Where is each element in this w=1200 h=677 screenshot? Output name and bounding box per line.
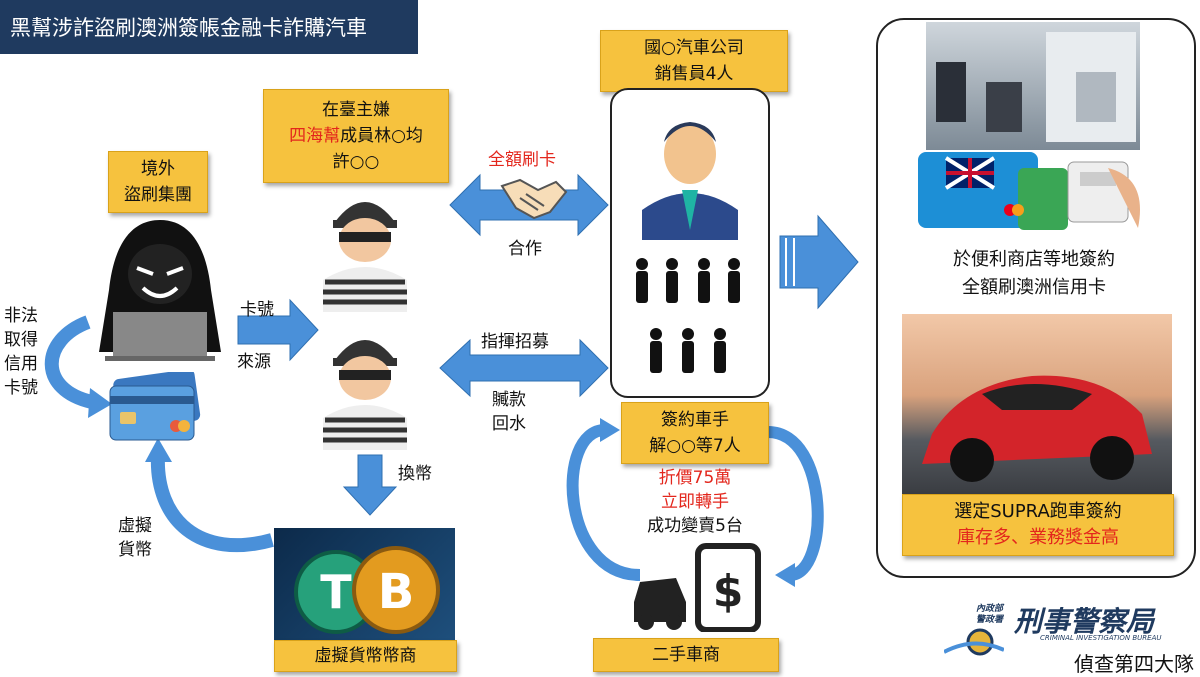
supra-photo <box>902 314 1172 494</box>
signing-note-line1: 折價75萬 <box>658 468 732 488</box>
overseas-group-line1: 境外 <box>141 159 175 179</box>
handshake-icon <box>500 178 568 220</box>
exchange-label: 換幣 <box>398 464 432 484</box>
svg-text:B: B <box>378 564 415 620</box>
dirty-money-label: 贓款 回水 <box>492 388 532 436</box>
logo-small-top: 內政部 <box>976 604 1004 614</box>
suspect-gang-name: 四海幫 <box>289 126 341 146</box>
car-company-line2: 銷售員4人 <box>654 64 734 84</box>
logo-small-text: 內政部 警政署 <box>976 604 1003 626</box>
illegal-label-2: 取得 <box>4 330 38 350</box>
unit-label: 偵查第四大隊 <box>1074 652 1194 676</box>
salesman-icon <box>636 122 740 373</box>
supra-line2: 庫存多、業務獎金高 <box>957 527 1119 548</box>
thief-icon-1 <box>323 202 407 312</box>
overseas-group-line2: 盜刷集團 <box>124 185 192 205</box>
illegal-label-3: 信用 <box>4 354 38 374</box>
crypto-dealer-box: 虛擬貨幣幣商 <box>274 640 457 672</box>
store-caption-line1: 於便利商店等地簽約 <box>953 249 1115 270</box>
full-swipe-label: 全額刷卡 <box>488 150 556 170</box>
arrow-to-panel <box>779 214 859 310</box>
arrow-card-source <box>237 298 319 362</box>
suspect-member-name: 成員林○均 <box>340 126 423 146</box>
salesman-panel <box>610 88 770 398</box>
suspect-box: 在臺主嫌 四海幫成員林○均 許○○ <box>263 89 449 183</box>
overseas-group-box: 境外 盜刷集團 <box>108 151 208 213</box>
double-arrow-command <box>439 338 609 398</box>
virtual-line2: 貨幣 <box>118 540 152 560</box>
page-title-text: 黑幫涉詐盜刷澳洲簽帳金融卡詐購汽車 <box>10 16 367 40</box>
dirty-money-line2: 回水 <box>492 414 526 434</box>
source-label: 來源 <box>237 352 271 372</box>
logo-english-text: CRIMINAL INVESTIGATION BUREAU <box>1040 634 1162 642</box>
svg-text:$: $ <box>713 566 744 617</box>
suspect-line3: 許○○ <box>332 152 380 172</box>
card-number-label: 卡號 <box>240 300 274 320</box>
virtual-line1: 虛擬 <box>118 516 152 536</box>
australia-card-icon <box>918 152 1140 230</box>
suspect-line1: 在臺主嫌 <box>322 100 390 120</box>
loop-arrow-left <box>566 424 641 581</box>
car-company-box: 國○汽車公司 銷售員4人 <box>600 30 788 92</box>
police-badge-icon <box>944 628 1004 656</box>
car-sale-icon: $ <box>634 543 761 632</box>
signing-drivers-line1: 簽約車手 <box>661 410 729 430</box>
credit-card-icon <box>109 372 201 441</box>
suspect-line2: 四海幫成員林○均 <box>289 123 423 149</box>
car-company-line1: 國○汽車公司 <box>644 38 744 58</box>
used-car-dealer-box: 二手車商 <box>593 638 779 672</box>
illegal-label: 非法 取得 信用 卡號 <box>4 304 44 400</box>
store-caption: 於便利商店等地簽約 全額刷澳洲信用卡 <box>896 246 1172 302</box>
supra-line1: 選定SUPRA跑車簽約 <box>954 501 1122 522</box>
crypto-dealer-label: 虛擬貨幣幣商 <box>314 646 417 666</box>
cooperate-label: 合作 <box>508 239 542 259</box>
store-caption-line2: 全額刷澳洲信用卡 <box>962 277 1106 298</box>
curved-arrow-illegal <box>44 315 94 409</box>
store-photo <box>926 22 1140 150</box>
cib-logo: 內政部 警政署 刑事警察局 CRIMINAL INVESTIGATION BUR… <box>944 596 1200 676</box>
signing-note-line3: 成功變賣5台 <box>647 516 743 536</box>
dirty-money-line1: 贓款 <box>492 390 526 410</box>
thief-icon-2 <box>323 340 407 450</box>
signing-drivers-box: 簽約車手 解○○等7人 <box>621 402 769 464</box>
logo-main-text: 刑事警察局 <box>1014 605 1155 638</box>
virtual-label: 虛擬 貨幣 <box>118 514 158 562</box>
logo-small-bottom: 警政署 <box>976 615 1004 625</box>
illegal-label-4: 卡號 <box>4 378 38 398</box>
svg-text:T: T <box>320 565 352 619</box>
arrow-exchange <box>342 454 398 516</box>
loop-arrow-right <box>767 426 824 581</box>
signing-note-line2: 立即轉手 <box>661 492 729 512</box>
curved-arrow-virtual <box>150 454 274 553</box>
command-label: 指揮招募 <box>481 332 549 352</box>
signing-note: 折價75萬 立即轉手 成功變賣5台 <box>620 466 770 538</box>
illegal-label-1: 非法 <box>4 306 38 326</box>
signing-drivers-line2: 解○○等7人 <box>649 436 741 456</box>
hacker-icon <box>99 220 221 361</box>
page-title: 黑幫涉詐盜刷澳洲簽帳金融卡詐購汽車 <box>0 0 418 54</box>
supra-box: 選定SUPRA跑車簽約 庫存多、業務獎金高 <box>902 494 1174 556</box>
used-car-dealer-label: 二手車商 <box>652 645 720 665</box>
crypto-image: T B <box>274 528 455 640</box>
